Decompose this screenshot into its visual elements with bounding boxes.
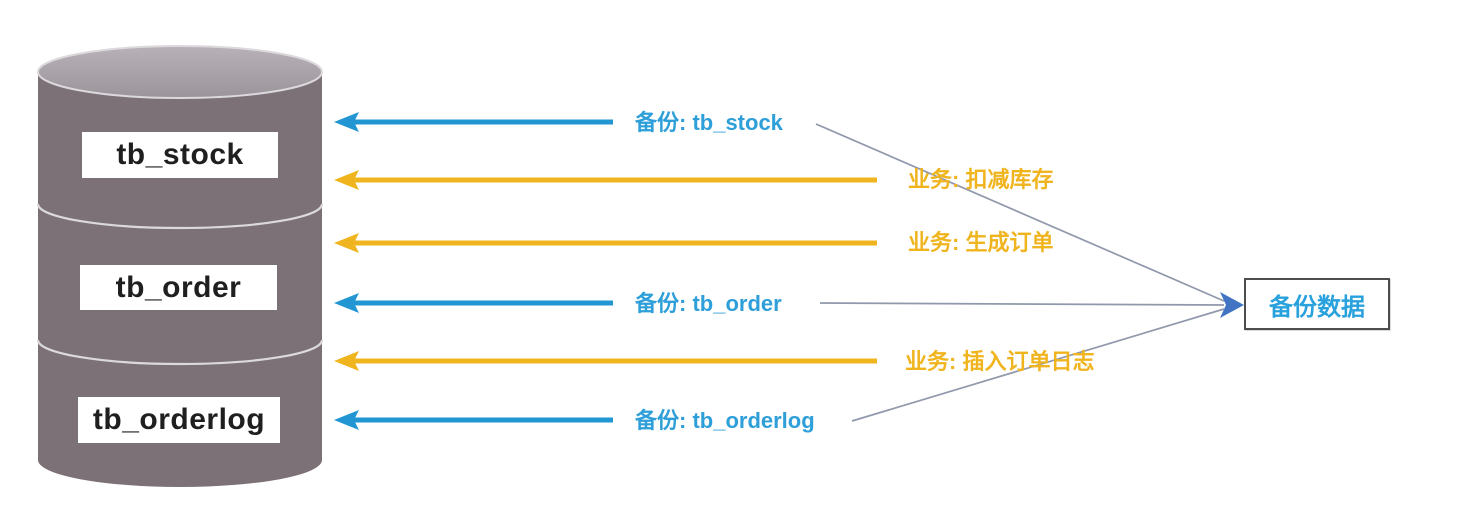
arrowhead-right-icon (1220, 292, 1244, 318)
connector-tb-stock (815, 123, 1225, 302)
flow-arrow-backup-tb-stock (334, 112, 613, 132)
flow-arrow-backup-tb-order (334, 293, 613, 313)
cylinder-top (37, 45, 323, 99)
flow-label-business-create-order: 业务: 生成订单 (908, 230, 1054, 255)
table-label-tb-order: tb_order (80, 265, 277, 310)
flow-arrow-business-create-order (334, 233, 877, 253)
flow-arrow-business-deduct-stock (334, 170, 877, 190)
flow-label-backup-tb-stock: 备份: tb_stock (635, 110, 783, 135)
cylinder-divider-2 (36, 339, 324, 366)
arrowhead-left-icon (334, 170, 359, 190)
cylinder-divider-1 (36, 203, 324, 230)
arrowhead-left-icon (334, 351, 359, 371)
table-label-tb-orderlog: tb_orderlog (78, 397, 280, 443)
backup-data-box: 备份数据 (1244, 278, 1390, 330)
table-label-tb-stock: tb_stock (82, 132, 278, 178)
flow-arrow-business-insert-orderlog (334, 351, 877, 371)
backup-connectors (815, 123, 1244, 422)
arrowhead-left-icon (334, 293, 359, 313)
connector-tb-order (819, 302, 1225, 306)
flow-label-backup-tb-orderlog: 备份: tb_orderlog (635, 408, 815, 433)
arrowhead-left-icon (334, 233, 359, 253)
arrowhead-left-icon (334, 410, 359, 430)
connector-tb-orderlog (851, 308, 1225, 422)
flow-arrow-backup-tb-orderlog (334, 410, 613, 430)
arrowhead-left-icon (334, 112, 359, 132)
flow-label-business-deduct-stock: 业务: 扣减库存 (908, 167, 1054, 192)
flow-label-backup-tb-order: 备份: tb_order (635, 291, 782, 316)
flow-label-business-insert-orderlog: 业务: 插入订单日志 (905, 349, 1095, 374)
